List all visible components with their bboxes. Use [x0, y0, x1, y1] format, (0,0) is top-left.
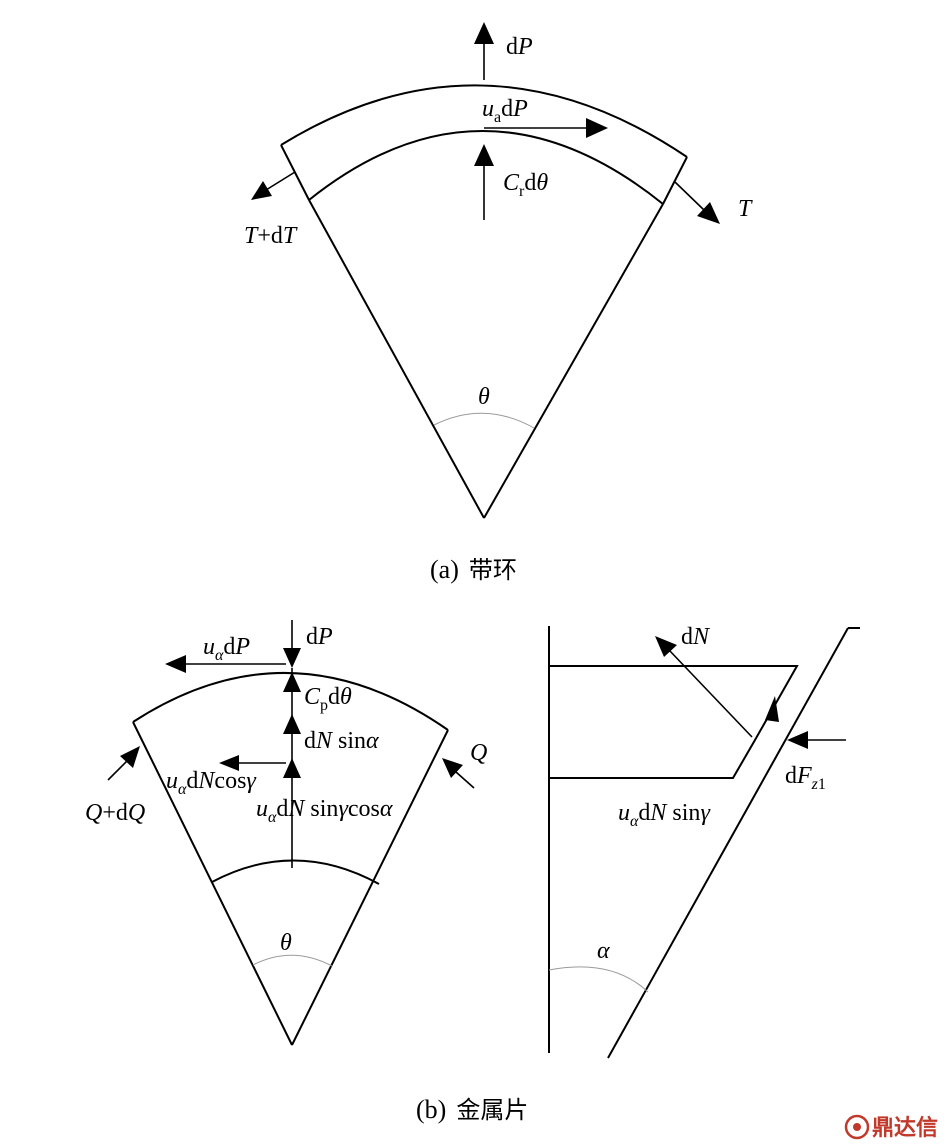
- watermark-text: 鼎达信: [872, 1115, 938, 1141]
- label-theta-b: θ: [280, 930, 292, 956]
- dfz1-arrow-head: [787, 731, 808, 749]
- dp-arrow-head: [474, 22, 494, 44]
- t-plus-dt-arrow-head: [251, 181, 272, 200]
- t-arrow-shaft: [674, 181, 705, 211]
- label-q: Q: [470, 740, 487, 766]
- ua-dn-sin-gamma-cos-alpha-arrow-head: [283, 758, 301, 778]
- ua-dp-arrow-head: [586, 118, 608, 138]
- label-alpha: α: [597, 938, 610, 964]
- caption-a: (a) 带环: [430, 555, 517, 584]
- label-ua-dp: uadP: [482, 96, 528, 126]
- watermark-icon: [844, 1114, 870, 1140]
- figure-b-left: dP uαdP Cpdθ dN sinα uαdNcosγ uαdN sinγc…: [85, 620, 487, 1046]
- theta-angle-arc: [433, 412, 535, 429]
- t-plus-dt-arrow-shaft: [265, 171, 296, 191]
- label-dn-sin-alpha: dN sinα: [304, 728, 379, 754]
- label-theta-a: θ: [478, 384, 490, 410]
- cr-dtheta-arrow-head: [474, 144, 494, 166]
- label-dn: dN: [681, 624, 711, 650]
- label-cp-dtheta: Cpdθ: [304, 684, 352, 714]
- belt-ring-inner-arc: [308, 130, 664, 205]
- dn-arrow-head: [655, 636, 677, 657]
- q-arrow-head: [442, 758, 463, 778]
- label-dfz1: dFz1: [785, 763, 826, 793]
- label-ua-dn-sin-gamma: uαdN sinγ: [618, 800, 710, 830]
- q-arrow-shaft: [455, 771, 475, 789]
- label-t-plus-dt: T+dT: [244, 223, 298, 249]
- watermark-icon-dot: [853, 1123, 861, 1131]
- belt-ring-outer-arc: [280, 84, 688, 158]
- sector-left-radius: [308, 199, 485, 519]
- belt-ring-right-end: [662, 156, 688, 205]
- q-plus-dq-arrow-shaft: [107, 760, 128, 781]
- t-arrow-head: [697, 202, 720, 224]
- q-plus-dq-arrow-head: [120, 746, 140, 768]
- dn-arrow-shaft: [668, 649, 753, 738]
- label-q-plus-dq: Q+dQ: [85, 800, 145, 826]
- label-dp-b: dP: [306, 624, 333, 650]
- label-ua-dn-cos-gamma: uαdNcosγ: [166, 768, 256, 798]
- ua-dn-sin-gamma-arrow-head: [765, 696, 779, 722]
- label-ua-dp-b: uαdP: [203, 634, 250, 664]
- ua-dp-b-arrow-head: [165, 655, 186, 673]
- label-cr-dtheta: Crdθ: [503, 170, 548, 200]
- element-outline: [549, 665, 799, 779]
- segment-left-radius: [132, 721, 293, 1046]
- label-dp: dP: [506, 34, 533, 60]
- segment-inner-arc: [211, 859, 380, 885]
- inclined-surface: [607, 627, 849, 1059]
- caption-b: (b) 金属片: [416, 1095, 528, 1124]
- label-ua-dn-sin-gamma-cos-alpha: uαdN sinγcosα: [256, 796, 393, 826]
- segment-outer-arc: [132, 671, 449, 731]
- label-t: T: [738, 196, 753, 222]
- figure-b-right: dN dFz1 uαdN sinγ α: [548, 624, 860, 1059]
- watermark-logo: 鼎达信: [844, 1114, 938, 1141]
- theta-angle-arc-b: [252, 954, 333, 967]
- ua-dn-cos-gamma-arrow-head: [219, 755, 239, 771]
- segment-right-radius: [291, 729, 449, 1046]
- sector-right-radius: [483, 203, 664, 519]
- cp-dtheta-arrow-head: [283, 672, 301, 692]
- figure-a: dP uadP Crdθ T+dT T θ (a) 带环: [244, 22, 753, 584]
- alpha-angle-arc: [548, 966, 649, 993]
- dp-b-arrow-head: [283, 648, 301, 668]
- dn-sin-alpha-arrow-head: [283, 714, 301, 734]
